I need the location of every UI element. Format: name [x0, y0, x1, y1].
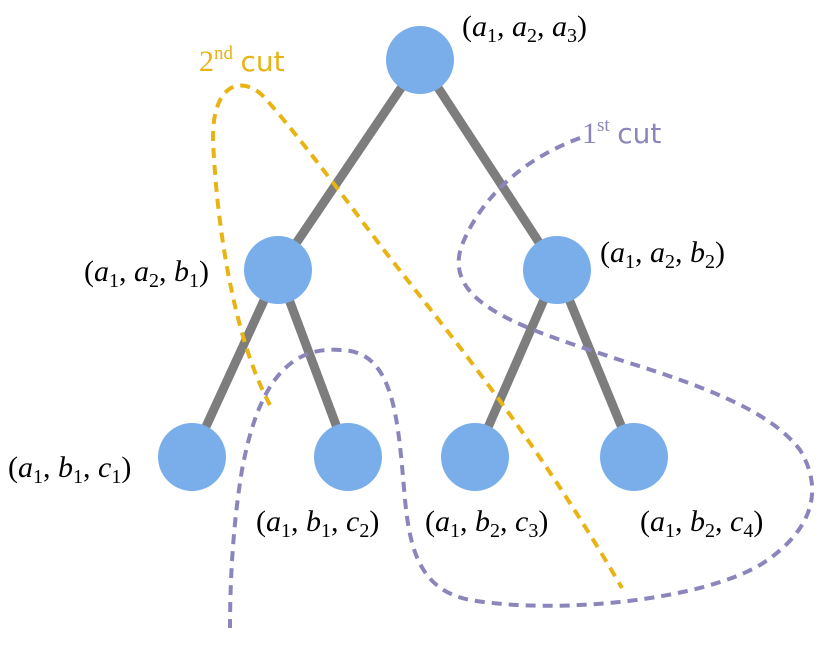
first-cut-label: 1st cut	[582, 116, 661, 149]
node-left	[244, 236, 312, 304]
second-cut-label: 2nd cut	[199, 44, 285, 77]
node-leaf-ll	[158, 423, 226, 491]
first-cut-number: 1	[582, 117, 597, 150]
label-root: (a1, a2, a3)	[462, 10, 587, 47]
edge-right-rl	[470, 265, 562, 462]
second-cut-line	[210, 83, 624, 590]
label-leaf-lr: (a1, b1, c2)	[256, 505, 380, 542]
label-leaf-rr: (a1, b2, c4)	[640, 505, 764, 542]
edge-root-right	[415, 55, 562, 275]
second-cut-ordinal: nd	[214, 43, 233, 64]
first-cut-ordinal: st	[597, 115, 610, 136]
edge-left-ll	[187, 265, 283, 462]
second-cut-word: cut	[240, 45, 285, 78]
node-right	[523, 236, 591, 304]
second-cut-number: 2	[199, 45, 214, 78]
label-leaf-rl: (a1, b2, c3)	[425, 505, 549, 542]
label-right: (a1, a2, b2)	[600, 236, 725, 273]
node-root	[386, 26, 454, 94]
label-left: (a1, a2, b1)	[84, 255, 209, 292]
tree-nodes	[158, 26, 668, 491]
edge-root-left	[273, 55, 425, 275]
node-leaf-lr	[314, 423, 382, 491]
first-cut-word: cut	[617, 117, 662, 150]
first-cut-line	[228, 136, 815, 629]
node-leaf-rl	[441, 423, 509, 491]
node-leaf-rr	[600, 423, 668, 491]
label-leaf-ll: (a1, b1, c1)	[8, 451, 132, 488]
